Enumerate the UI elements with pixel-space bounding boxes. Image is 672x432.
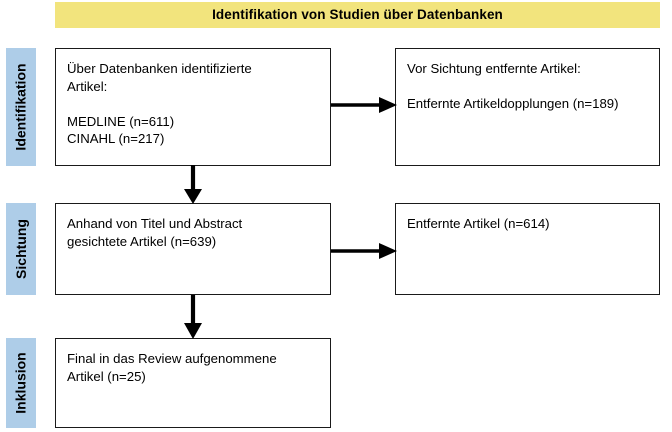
flow-box-included-studies: Final in das Review aufgenommene Artikel… bbox=[55, 338, 331, 428]
stage-label-identifikation: Identifikation bbox=[6, 48, 36, 166]
arrow-right-icon-screened-to-excluded bbox=[331, 240, 397, 262]
section-header-identification: Identifikation von Studien über Datenban… bbox=[55, 2, 660, 28]
flow-box-excluded-records: Entfernte Artikel (n=614) bbox=[395, 203, 660, 295]
flow-box-screened-records-text: Anhand von Titel und Abstract gesichtete… bbox=[67, 216, 243, 249]
flow-box-removed-before-screening-text: Vor Sichtung entfernte Artikel: Entfernt… bbox=[407, 61, 619, 112]
flow-box-screened-records: Anhand von Titel und Abstract gesichtete… bbox=[55, 203, 331, 295]
flow-box-identified-records-text: Über Datenbanken identifizierte Artikel:… bbox=[67, 61, 252, 147]
stage-label-inklusion-text: Inklusion bbox=[13, 352, 30, 414]
section-header-title: Identifikation von Studien über Datenban… bbox=[212, 7, 503, 23]
stage-label-sichtung: Sichtung bbox=[6, 203, 36, 295]
arrow-down-icon-screened-to-included bbox=[181, 295, 205, 339]
stage-label-identifikation-text: Identifikation bbox=[13, 63, 29, 151]
arrow-down-icon-identified-to-screened bbox=[181, 165, 205, 204]
flow-box-removed-before-screening: Vor Sichtung entfernte Artikel: Entfernt… bbox=[395, 48, 660, 166]
flow-box-excluded-records-text: Entfernte Artikel (n=614) bbox=[407, 216, 550, 231]
flow-box-included-studies-text: Final in das Review aufgenommene Artikel… bbox=[67, 351, 277, 384]
stage-label-sichtung-text: Sichtung bbox=[13, 219, 30, 279]
stage-label-inklusion: Inklusion bbox=[6, 338, 36, 428]
flow-box-identified-records: Über Datenbanken identifizierte Artikel:… bbox=[55, 48, 331, 166]
arrow-right-icon-identified-to-removed bbox=[331, 94, 397, 116]
